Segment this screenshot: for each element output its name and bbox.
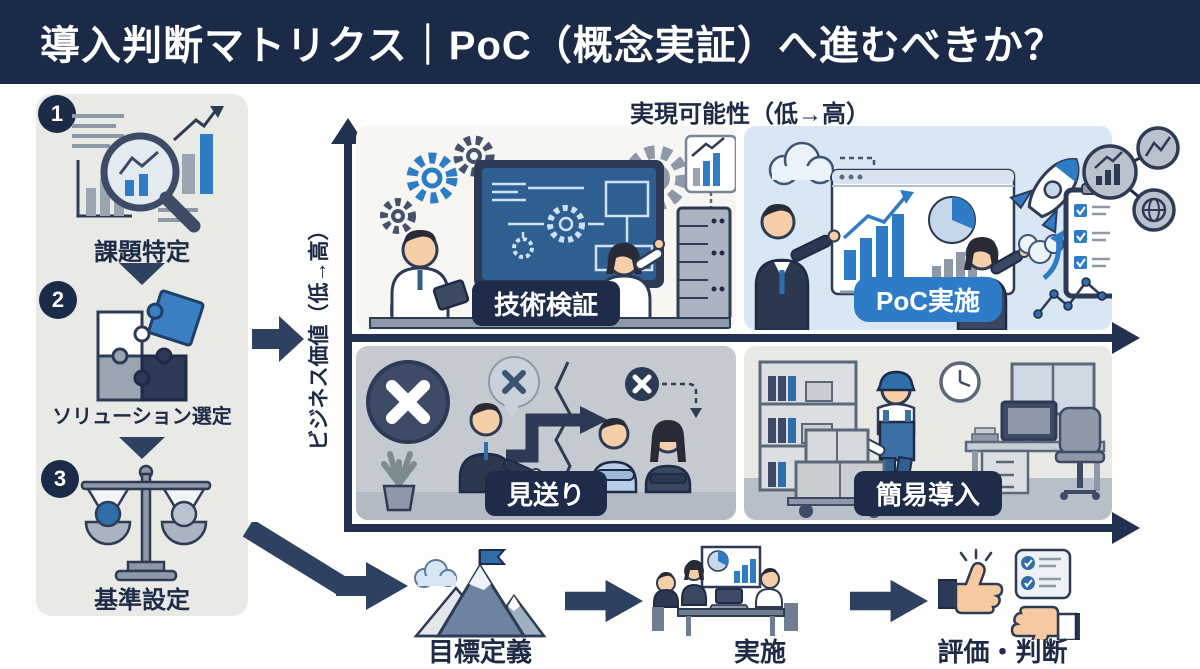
magnifier-chart-icon [72,106,224,233]
x-axis-right-arrow-icon [1112,512,1140,544]
mid-axis-right-arrow-icon [1112,322,1140,354]
flow-arrow-icon [565,579,643,623]
thumbs-up-down-icon [938,548,1080,640]
chart-network-icon [1082,126,1180,232]
tech-verification-illustration [369,134,736,329]
balance-scale-icon [80,464,212,582]
meeting-icon [652,545,798,636]
quadrant-tech-verification: 技術検証 [356,126,736,330]
step-2-label: ソリューション選定 [52,406,232,428]
skip-illustration [356,356,736,520]
x-axis-label: 実現可能性（低→高） [630,101,870,128]
step-2-number-badge: 2 [39,281,77,319]
step-3-label: 基準設定 [94,587,190,614]
step-3-number-badge: 3 [41,460,79,498]
quadrant-badge-easy-deploy: 簡易導入 [853,471,1003,516]
quadrant-poc-implement: PoC実施 [744,126,1112,330]
mountain-flag-icon [413,549,547,638]
matrix-to-flow-arrow-icon [242,522,408,610]
puzzle-icon [96,289,205,402]
flow-step-implement-label: 実施 [733,637,786,667]
quadrant-skip: 見送り [356,346,736,520]
mid-axis-line [344,334,1114,342]
sidebar-to-matrix-arrow-icon [252,316,304,362]
x-axis-line [344,524,1114,532]
title-bar: 導入判断マトリクス｜PoC（概念実証）へ進むべきか？ [0,0,1200,84]
quadrant-badge-skip: 見送り [484,471,608,516]
step-1-label: 課題特定 [94,239,190,266]
flow-step-goal-label: 目標定義 [427,637,532,667]
quadrant-badge-poc: PoC実施 [853,277,1003,322]
y-axis-label: ビジネス価値（低→高） [308,219,331,451]
quadrant-badge-tech-verification: 技術検証 [471,281,621,326]
step-1-number-badge: 1 [38,95,76,133]
flow-arrow-icon [850,579,928,623]
poc-implementation-illustration [754,141,1112,330]
flow-step-evaluate-label: 評価・判断 [937,637,1068,667]
page-title: 導入判断マトリクス｜PoC（概念実証）へ進むべきか？ [40,24,1065,68]
quadrant-easy-deploy: 簡易導入 [744,346,1112,520]
